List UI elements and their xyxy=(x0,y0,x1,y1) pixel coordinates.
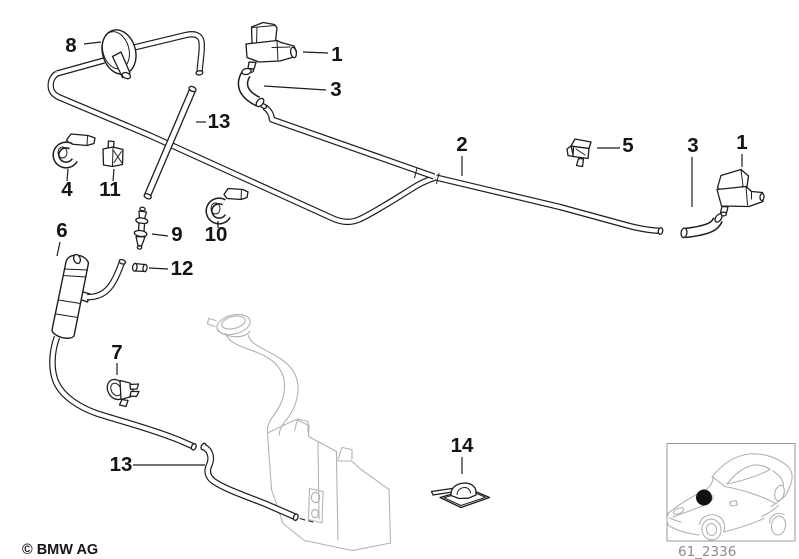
rigid-tube-upper xyxy=(143,85,197,200)
callout-14: 14 xyxy=(451,434,474,457)
cable-clip-5 xyxy=(566,138,592,168)
nozzle-location-dot xyxy=(696,489,712,506)
car-locator-box xyxy=(666,443,796,542)
leader-4 xyxy=(66,168,69,182)
hose-grommet-7 xyxy=(106,378,140,408)
pump-outlet-hose xyxy=(86,258,127,301)
reservoir-hose-lower xyxy=(200,442,314,523)
washer-nozzle-left xyxy=(245,21,298,73)
callout-7: 7 xyxy=(111,341,122,364)
adhesive-clip-14 xyxy=(430,482,491,509)
leader-8 xyxy=(83,41,102,45)
callout-13-upper: 13 xyxy=(208,110,231,133)
callout-labels: 8 1 3 13 2 5 3 1 4 11 6 9 10 12 7 13 14 xyxy=(56,34,747,476)
reservoir-filler-neck xyxy=(225,332,286,434)
elbow-hose-left xyxy=(237,67,265,108)
leader-1-left xyxy=(302,51,329,54)
image-code-text: 61_2336 xyxy=(678,544,736,559)
hose-clip-10 xyxy=(205,187,249,225)
reservoir-cap xyxy=(206,313,251,338)
assembly-dashes xyxy=(299,518,314,523)
leader-6 xyxy=(56,241,61,257)
expanding-rivet-clip-11 xyxy=(102,140,124,168)
callout-6: 6 xyxy=(56,219,67,242)
y-connector-marks xyxy=(414,167,440,184)
callout-3-right: 3 xyxy=(687,134,698,157)
callout-4: 4 xyxy=(61,178,73,201)
callout-1-right: 1 xyxy=(736,131,747,154)
callout-13-lower: 13 xyxy=(110,453,133,476)
elbow-hose-right xyxy=(680,213,723,239)
callout-1-left: 1 xyxy=(331,43,342,66)
leader-3-left xyxy=(263,85,327,91)
callout-10: 10 xyxy=(205,223,228,246)
leader-9 xyxy=(151,233,169,237)
callout-9: 9 xyxy=(171,223,182,246)
washer-pump xyxy=(51,253,91,339)
washer-nozzle-right xyxy=(716,168,765,217)
hose-connector-9 xyxy=(133,206,149,250)
leader-12 xyxy=(148,267,169,270)
callout-3-left: 3 xyxy=(330,78,341,101)
callout-11: 11 xyxy=(99,178,121,201)
main-hose-to-right xyxy=(414,167,664,235)
grommet-disc xyxy=(101,29,137,80)
callout-2: 2 xyxy=(456,133,467,156)
callout-leaders xyxy=(56,41,743,474)
reservoir-tank xyxy=(266,418,392,552)
washer-fluid-reservoir xyxy=(206,313,392,552)
main-hose-branch-nozzle xyxy=(259,102,436,180)
hose-to-left-nozzle xyxy=(56,31,206,77)
callout-12: 12 xyxy=(171,257,194,280)
hose-sleeve-12 xyxy=(131,262,148,273)
leader-11 xyxy=(112,168,115,182)
callout-8: 8 xyxy=(65,34,76,57)
hose-clip-4 xyxy=(52,133,96,169)
copyright-text: © BMW AG xyxy=(22,542,98,558)
main-hose-branch-left xyxy=(47,70,437,226)
callout-5: 5 xyxy=(622,134,633,157)
pump-feed-hose xyxy=(49,335,197,451)
